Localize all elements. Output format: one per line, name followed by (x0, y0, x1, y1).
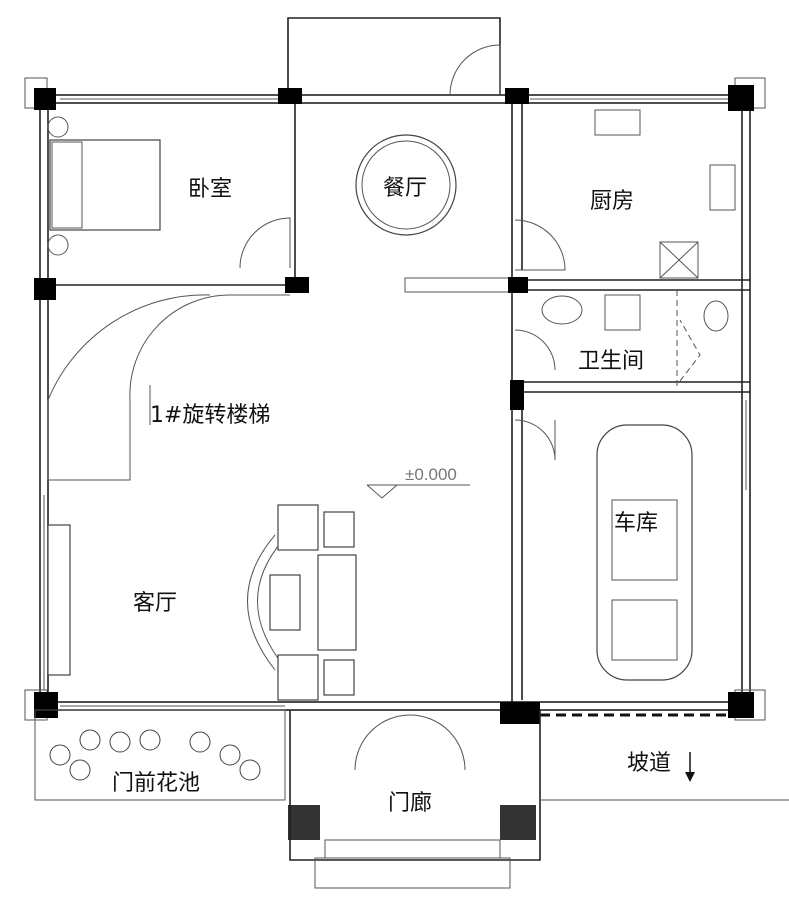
label-bathroom: 卫生间 (578, 349, 644, 374)
doors (239, 44, 728, 771)
columns (34, 85, 754, 840)
level-mark-text: ±0.000 (405, 465, 457, 484)
kitchen-fixtures (594, 109, 736, 279)
walls (24, 17, 766, 721)
label-ramp: 坡道 (627, 751, 671, 776)
dining-table (355, 134, 457, 236)
label-stair: 1#旋转楼梯 (150, 403, 270, 428)
label-dining: 餐厅 (383, 176, 427, 201)
room-labels: 卧室 餐厅 厨房 卫生间 1#旋转楼梯 客厅 车库 门前花池 坡道 门廊 (112, 176, 671, 816)
spiral-stair (47, 294, 290, 481)
bathroom-fixtures (541, 294, 729, 332)
label-kitchen: 厨房 (590, 189, 634, 214)
exterior (34, 709, 789, 889)
bed (47, 116, 161, 256)
label-living: 客厅 (133, 591, 177, 616)
car (596, 424, 693, 681)
sofa-set (47, 504, 357, 701)
label-bedroom: 卧室 (188, 177, 232, 202)
label-flower-bed: 门前花池 (112, 771, 200, 796)
level-mark: ±0.000 (366, 465, 470, 499)
label-garage: 车库 (614, 511, 658, 536)
label-porch: 门廊 (388, 791, 432, 816)
